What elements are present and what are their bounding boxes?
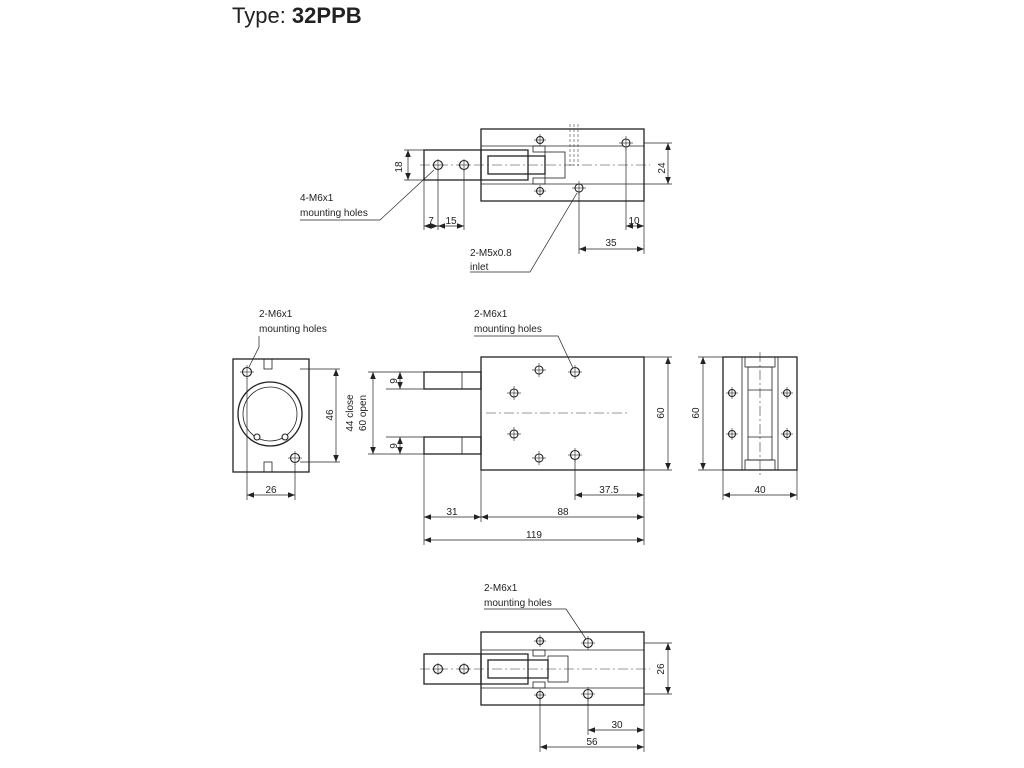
dim-26-end: 26	[265, 485, 277, 496]
dim-7: 7	[428, 216, 434, 227]
dim-15: 15	[445, 216, 457, 227]
dim-9-lower: 9	[389, 443, 400, 449]
top-body-hole-icon	[534, 134, 633, 197]
front-mount-callout-1: 2-M6x1	[474, 309, 508, 320]
model-number: 32PPB	[291, 3, 362, 28]
inlet-callout-1: 2-M5x0.8	[470, 248, 512, 259]
front-hole-icon	[507, 363, 582, 465]
dim-37-5: 37.5	[599, 485, 619, 496]
dim-31: 31	[446, 507, 458, 518]
inlet-callout-2: inlet	[470, 262, 489, 273]
top-mount-callout-1: 4-M6x1	[300, 193, 334, 204]
left-end-view: 46 26 2-M6x1 mounting holes	[232, 309, 340, 500]
drawing-title: Type: 32PPB	[232, 3, 362, 29]
bottom-mount-callout-1: 2-M6x1	[484, 583, 518, 594]
front-view: 9 9 44 close 60 open 60 37.5 31 88 119 2…	[345, 309, 672, 545]
end-mount-callout-1: 2-M6x1	[259, 309, 293, 320]
dim-18: 18	[394, 161, 405, 173]
dim-35: 35	[605, 238, 617, 249]
dim-10: 10	[628, 216, 640, 227]
dim-40: 40	[754, 485, 766, 496]
side-hole-icon	[726, 387, 793, 440]
dim-9-upper: 9	[389, 378, 400, 384]
dim-60-front: 60	[656, 407, 667, 419]
snap-ring-ear-icon	[253, 433, 289, 441]
dim-30: 30	[611, 720, 623, 731]
right-end-view: 60 40	[691, 352, 798, 500]
top-mounting-hole-icon	[432, 159, 470, 171]
dim-60-side: 60	[691, 407, 702, 419]
dim-24: 24	[657, 162, 668, 174]
bottom-body-hole-icon	[534, 635, 595, 701]
dim-119: 119	[526, 530, 542, 541]
top-mount-callout-2: mounting holes	[300, 208, 368, 219]
bottom-view: 26 30 56 2-M6x1 mounting holes	[420, 583, 672, 752]
dim-56: 56	[586, 737, 598, 748]
dim-60-open: 60 open	[358, 395, 369, 431]
dim-44-close: 44 close	[345, 394, 356, 432]
dim-26-bottom: 26	[656, 663, 667, 675]
top-view: 18 24 7 15 10 35 4-M6x1 mounting holes 2…	[300, 124, 672, 273]
end-mount-callout-2: mounting holes	[259, 324, 327, 335]
dim-88: 88	[557, 507, 569, 518]
front-mount-callout-2: mounting holes	[474, 324, 542, 335]
title-prefix: Type:	[232, 3, 292, 28]
bottom-mount-callout-2: mounting holes	[484, 598, 552, 609]
dim-46: 46	[325, 409, 336, 421]
bottom-mounting-hole-icon	[432, 663, 470, 675]
end-mounting-hole-icon	[240, 365, 302, 465]
